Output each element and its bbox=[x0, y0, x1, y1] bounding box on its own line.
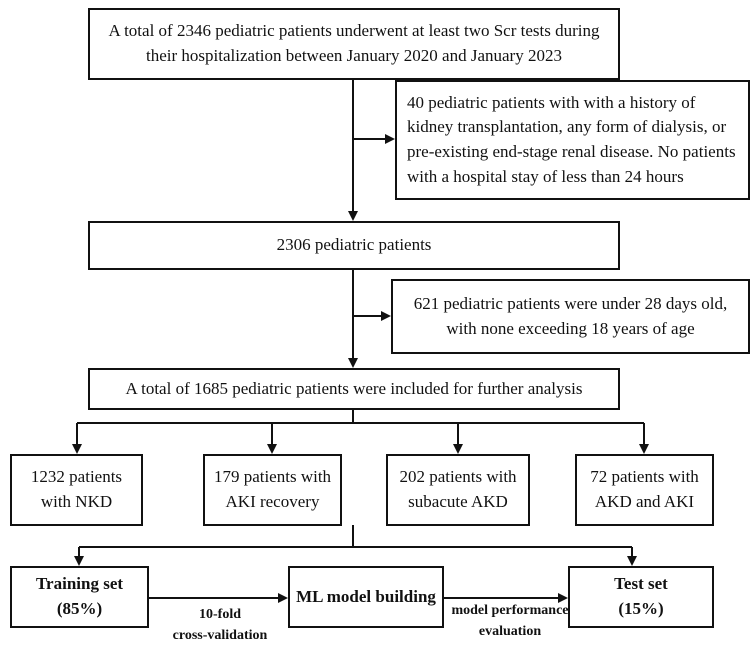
group-box-nkd: 1232 patients with NKD bbox=[10, 454, 143, 526]
exclusion1-line-3: pre-existing end-stage renal disease. No… bbox=[407, 142, 736, 161]
exclusion2-line-1: 621 pediatric patients were under 28 day… bbox=[413, 293, 728, 313]
exclusion1-line-1: 40 pediatric patients with with a histor… bbox=[407, 92, 696, 112]
training-set-box: Training set (85%) bbox=[10, 566, 149, 628]
included-label: A total of 1685 pediatric patients were … bbox=[125, 378, 583, 398]
training-line-2: (85%) bbox=[56, 599, 103, 618]
exclusion1-line-4: with a hospital stay of less than 24 hou… bbox=[407, 166, 684, 186]
group-1-line-2: with NKD bbox=[40, 492, 113, 511]
exclusion1-line-2: kidney transplantation, any form of dial… bbox=[407, 117, 727, 137]
group-1-line-1: 1232 patients bbox=[30, 467, 123, 487]
group-box-subacute-akd: 202 patients with subacute AKD bbox=[386, 454, 530, 526]
model-building-box: ML model building bbox=[288, 566, 444, 628]
start-line-1: A total of 2346 pediatric patients under… bbox=[108, 21, 600, 41]
group-box-akd-aki: 72 patients with AKD and AKI bbox=[575, 454, 714, 526]
group-3-line-1: 202 patients with bbox=[399, 467, 517, 487]
remaining-label: 2306 pediatric patients bbox=[276, 235, 432, 255]
test-set-box: Test set (15%) bbox=[568, 566, 714, 628]
included-box: A total of 1685 pediatric patients were … bbox=[88, 368, 620, 410]
start-box: A total of 2346 pediatric patients under… bbox=[88, 8, 620, 80]
eval-line-2: evaluation bbox=[478, 624, 542, 639]
start-line-2: their hospitalization between January 20… bbox=[146, 46, 562, 65]
group-3-line-2: subacute AKD bbox=[408, 492, 508, 511]
test-line-2: (15%) bbox=[618, 599, 664, 618]
eval-line-1: model performance bbox=[451, 603, 569, 618]
remaining-box: 2306 pediatric patients bbox=[88, 221, 620, 270]
cross-validation-label: 10-fold cross-validation bbox=[158, 604, 282, 646]
cv-line-2: cross-validation bbox=[172, 628, 268, 643]
model-label: ML model building bbox=[296, 586, 436, 606]
group-4-line-1: 72 patients with bbox=[590, 467, 699, 487]
exclusion-box-2: 621 pediatric patients were under 28 day… bbox=[391, 279, 750, 354]
exclusion-box-1: 40 pediatric patients with with a histor… bbox=[395, 80, 750, 200]
group-4-line-2: AKD and AKI bbox=[594, 492, 695, 511]
exclusion2-line-2: with none exceeding 18 years of age bbox=[446, 318, 695, 338]
cv-line-1: 10-fold bbox=[199, 607, 241, 622]
test-line-1: Test set bbox=[614, 574, 668, 594]
evaluation-label: model performance evaluation bbox=[446, 600, 574, 642]
group-2-line-2: AKI recovery bbox=[225, 492, 320, 511]
group-2-line-1: 179 patients with bbox=[213, 467, 332, 487]
group-box-aki-recovery: 179 patients with AKI recovery bbox=[203, 454, 342, 526]
training-line-1: Training set bbox=[35, 574, 124, 594]
